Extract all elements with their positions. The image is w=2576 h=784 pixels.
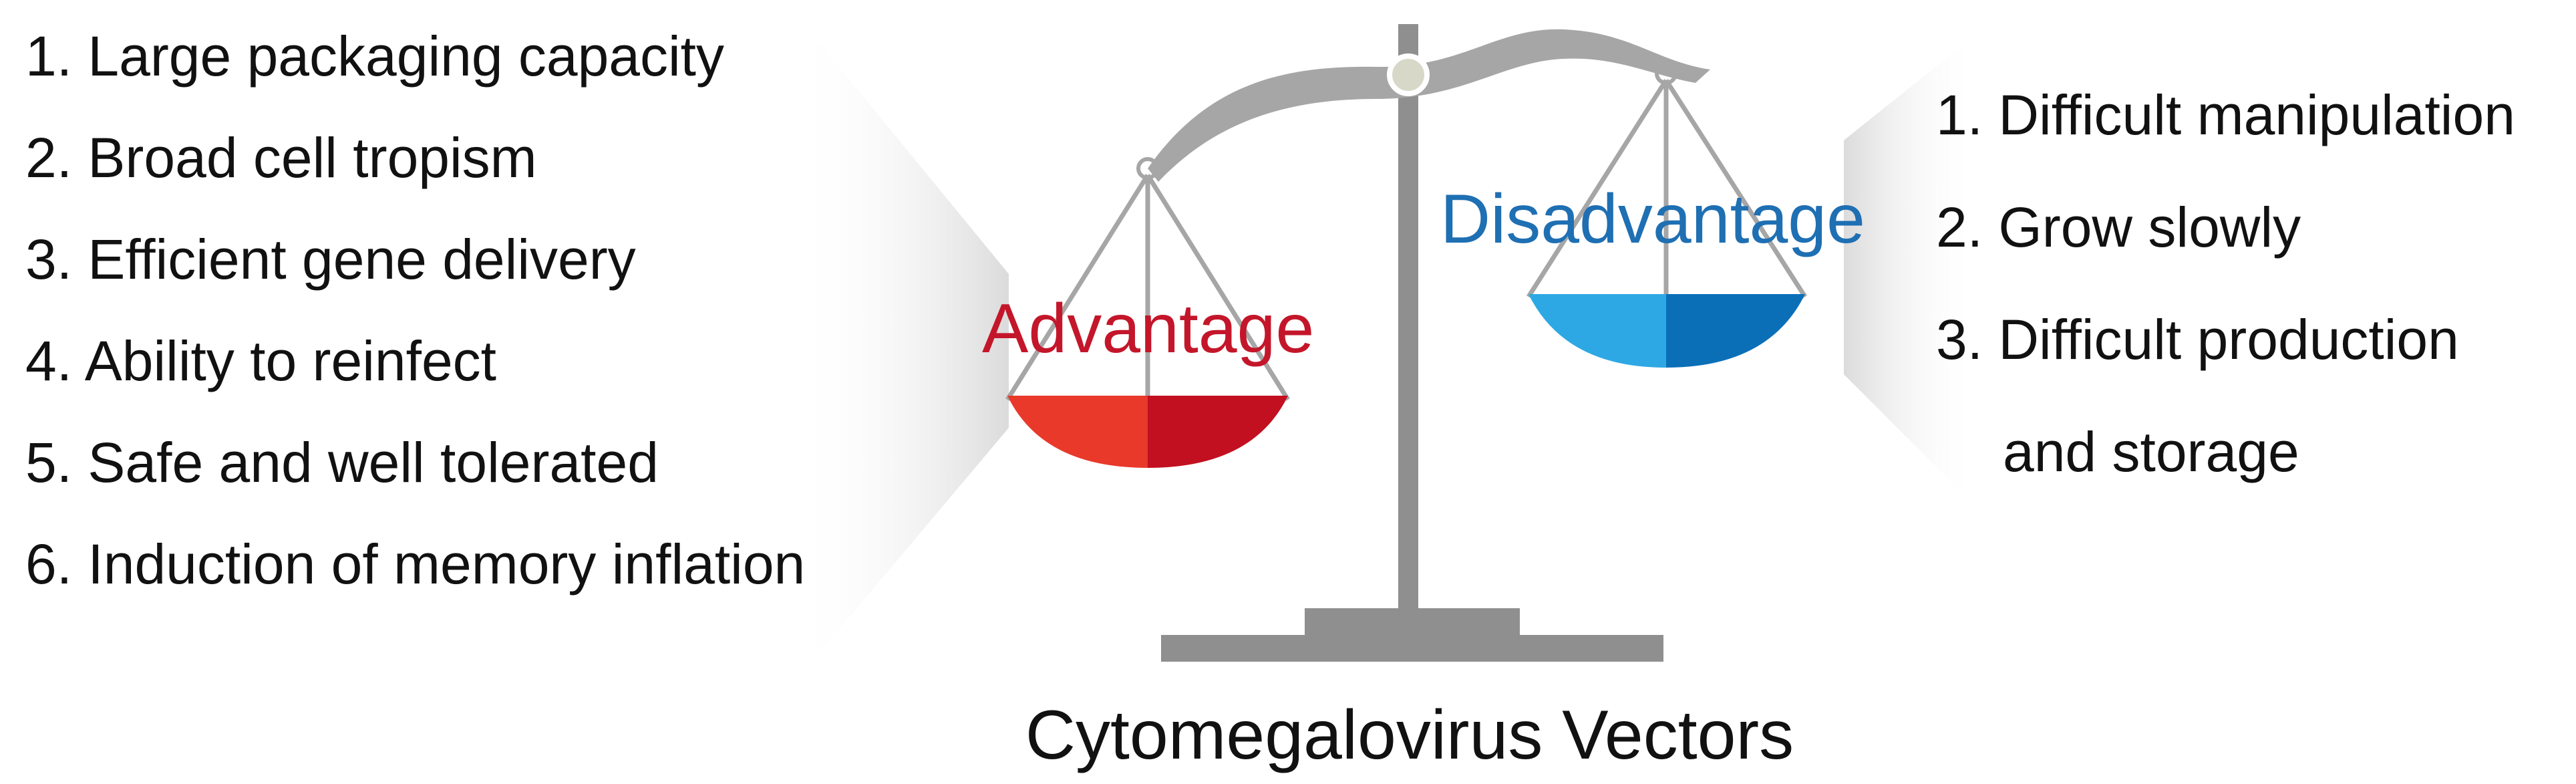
disadvantage-item: 3. Difficult production <box>1936 308 2459 371</box>
advantage-callout-wedge <box>795 13 1009 682</box>
advantage-item: 6. Induction of memory inflation <box>25 533 806 596</box>
diagram-caption: Cytomegalovirus Vectors <box>1025 696 1794 774</box>
advantage-item: 3. Efficient gene delivery <box>25 228 636 291</box>
disadvantage-item: 2. Grow slowly <box>1936 196 2301 259</box>
advantage-item: 2. Broad cell tropism <box>25 126 537 189</box>
scale-base-top <box>1305 608 1520 638</box>
scale-pivot <box>1387 53 1430 96</box>
right-string-outer-left <box>1526 79 1668 298</box>
left-string-outer-left <box>1005 174 1150 401</box>
disadvantage-callout-wedge <box>1844 33 1977 508</box>
scale-base-bottom <box>1161 635 1663 662</box>
advantage-item: 4. Ability to reinfect <box>25 330 497 392</box>
advantage-item: 5. Safe and well tolerated <box>25 431 659 494</box>
advantage-pan <box>1007 396 1288 468</box>
disadvantage-item: and storage <box>2003 420 2299 483</box>
scale-beam <box>1148 29 1710 182</box>
scale-post <box>1398 24 1418 612</box>
advantage-item: 1. Large packaging capacity <box>25 25 725 88</box>
disadvantage-item: 1. Difficult manipulation <box>1936 84 2515 146</box>
left-string-outer-right <box>1146 174 1290 401</box>
right-string-outer-right <box>1664 79 1807 298</box>
advantage-label: Advantage <box>982 290 1315 368</box>
disadvantage-pan <box>1528 294 1805 368</box>
disadvantage-label: Disadvantage <box>1440 180 1865 258</box>
